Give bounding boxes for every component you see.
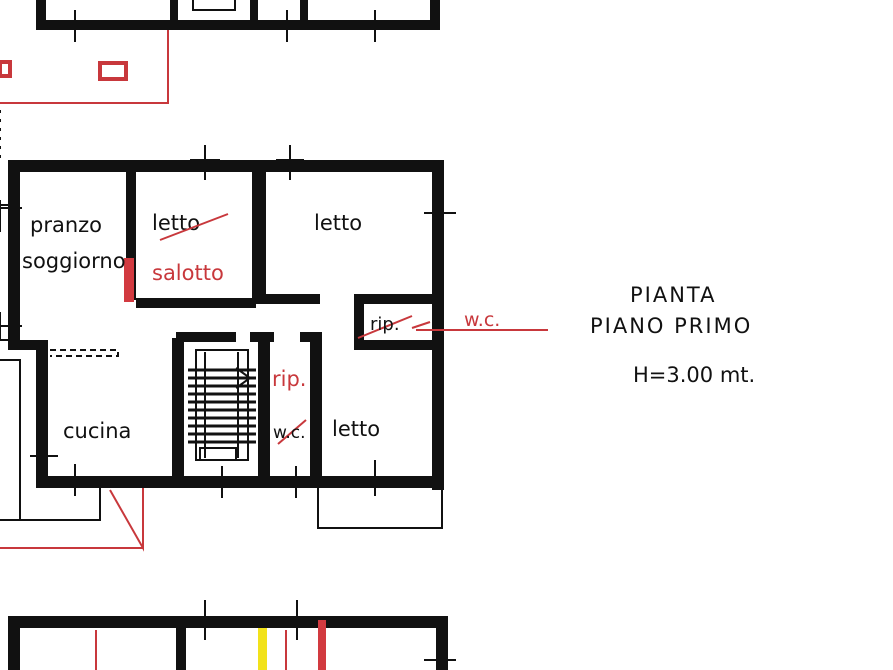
room-label-letto-bottom-right: letto <box>332 417 380 441</box>
upper-floor-fragment <box>0 0 440 160</box>
room-label-pranzo: pranzo <box>30 213 102 237</box>
room-label-wc-new: w.c. <box>464 309 500 331</box>
room-label-rip-struck: rip. <box>370 314 400 335</box>
main-floor-plan <box>0 145 548 552</box>
room-label-salotto: salotto <box>152 261 224 285</box>
lower-floor-fragment <box>8 600 456 670</box>
room-label-cucina: cucina <box>63 419 131 443</box>
ceiling-height-note: H=3.00 mt. <box>633 363 755 387</box>
staircase <box>188 349 256 461</box>
room-label-soggiorno: soggiorno <box>22 249 126 273</box>
room-label-rip-red: rip. <box>272 367 306 391</box>
room-label-letto-struck: letto <box>152 211 200 235</box>
plan-title-line2: PIANO PRIMO <box>590 314 752 338</box>
plan-title-line1: PIANTA <box>630 283 717 307</box>
room-label-wc-small: w.c. <box>273 423 306 443</box>
room-label-letto-top-right: letto <box>314 211 362 235</box>
strike-letto <box>159 213 229 241</box>
